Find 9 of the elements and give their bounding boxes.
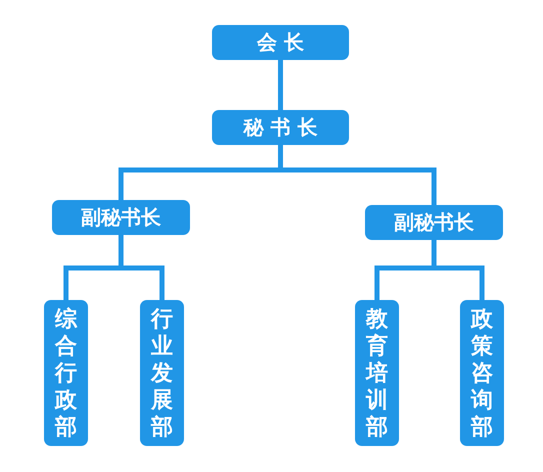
connector-line bbox=[278, 60, 283, 110]
department-box: 教育培训部 bbox=[355, 300, 399, 446]
role-box: 副秘书长 bbox=[365, 205, 503, 240]
department-box: 综合行政部 bbox=[44, 300, 88, 446]
department-box: 政策咨询部 bbox=[460, 300, 504, 446]
department-box: 行业发展部 bbox=[140, 300, 184, 446]
role-box: 会 长 bbox=[212, 25, 349, 60]
role-box: 副秘书长 bbox=[52, 200, 190, 235]
role-box: 秘 书 长 bbox=[212, 110, 349, 145]
